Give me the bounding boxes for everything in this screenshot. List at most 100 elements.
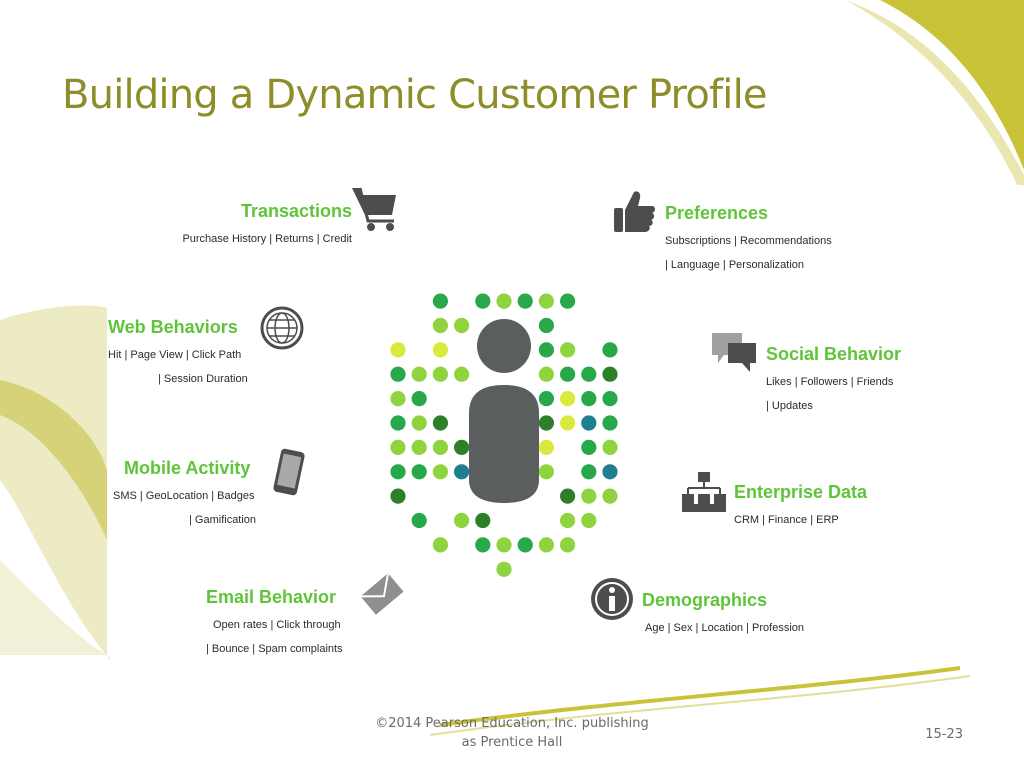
profile-dot [454, 464, 470, 480]
category-title: Web Behaviors [108, 317, 238, 337]
category-detail: | Session Duration [158, 373, 248, 385]
category-detail: Purchase History | Returns | Credit [182, 233, 352, 245]
copyright-line: ©2014 Pearson Education, Inc. publishing [375, 716, 649, 731]
copyright-footer: ©2014 Pearson Education, Inc. publishing… [362, 714, 662, 752]
profile-dot [538, 537, 554, 553]
profile-dot [602, 464, 618, 480]
slide-title: Building a Dynamic Customer Profile [62, 72, 768, 118]
profile-dot [560, 342, 576, 358]
category-transactions: Transactions Purchase History | Returns … [150, 200, 352, 246]
profile-dot [432, 537, 448, 553]
profile-dot [581, 464, 597, 480]
profile-dot [411, 464, 427, 480]
profile-dot [432, 342, 448, 358]
profile-dot [390, 391, 406, 407]
category-title: Mobile Activity [124, 458, 251, 478]
customer-profile-diagram [107, 185, 1024, 657]
category-title: Social Behavior [766, 344, 902, 364]
profile-dot [538, 415, 554, 431]
category-title: Email Behavior [206, 587, 337, 607]
profile-dot [390, 464, 406, 480]
profile-dot [602, 488, 618, 504]
profile-dot [602, 391, 618, 407]
category-email-behavior: Email Behavior Open rates | Click throug… [206, 586, 366, 656]
profile-dot [581, 512, 597, 529]
profile-dot [538, 439, 554, 455]
profile-dot [454, 439, 470, 455]
profile-dot [538, 391, 554, 407]
dot-cloud [390, 293, 618, 577]
category-detail: | Bounce | Spam complaints [206, 643, 343, 655]
category-title: Enterprise Data [734, 482, 868, 502]
profile-dot [581, 439, 597, 455]
profile-dot [411, 391, 427, 407]
profile-dot [602, 415, 618, 431]
profile-dot [475, 512, 491, 529]
category-detail: Age | Sex | Location | Profession [645, 622, 804, 634]
category-detail: CRM | Finance | ERP [734, 514, 839, 526]
profile-dot [602, 439, 618, 455]
profile-dot [517, 293, 533, 309]
profile-dot [517, 537, 533, 553]
profile-dot [560, 488, 576, 504]
profile-dot [538, 366, 554, 382]
category-mobile-activity: Mobile Activity SMS | GeoLocation | Badg… [113, 457, 273, 527]
slide-number: 15-23 [925, 727, 963, 742]
profile-dot [581, 391, 597, 407]
profile-dot [390, 342, 406, 358]
profile-dot [475, 293, 491, 309]
profile-dot [432, 415, 448, 431]
profile-dot [496, 537, 512, 553]
envelope-icon [360, 573, 404, 615]
profile-dot [560, 537, 576, 553]
profile-dot [454, 317, 470, 334]
category-title: Transactions [240, 201, 352, 221]
category-detail: Likes | Followers | Friends [766, 376, 894, 388]
profile-dot [432, 366, 448, 382]
category-detail: | Updates [766, 400, 813, 412]
copyright-line: as Prentice Hall [461, 735, 563, 750]
org-chart-icon [682, 472, 726, 512]
person-silhouette-icon [469, 319, 539, 503]
category-detail: SMS | GeoLocation | Badges [113, 490, 255, 502]
category-web-behaviors: Web Behaviors Hit | Page View | Click Pa… [108, 316, 258, 386]
category-title: Demographics [642, 590, 768, 610]
profile-dot [411, 439, 427, 455]
profile-dot [496, 293, 512, 309]
profile-dot [454, 512, 470, 529]
profile-dot [581, 366, 597, 382]
profile-dot [390, 488, 406, 504]
thumbs-up-icon [614, 191, 655, 232]
profile-dot [390, 366, 406, 382]
profile-dot [560, 415, 576, 431]
category-enterprise-data: Enterprise Data CRM | Finance | ERP [734, 481, 934, 527]
category-detail: Hit | Page View | Click Path [108, 349, 242, 361]
profile-dot [411, 512, 427, 529]
category-detail: Subscriptions | Recommendations [665, 235, 832, 247]
speech-bubbles-icon [712, 333, 756, 372]
profile-dot [560, 293, 576, 309]
profile-dot [581, 488, 597, 504]
profile-dot [454, 366, 470, 382]
profile-dot [538, 317, 554, 334]
profile-dot [432, 464, 448, 480]
profile-dot [560, 512, 576, 529]
profile-dot [538, 342, 554, 358]
profile-dot [432, 439, 448, 455]
category-social-behavior: Social Behavior Likes | Followers | Frie… [766, 343, 966, 413]
globe-icon [260, 306, 304, 350]
profile-dot [538, 464, 554, 480]
info-icon [591, 578, 633, 620]
profile-dot [538, 293, 554, 309]
profile-dot [560, 366, 576, 382]
profile-dot [602, 366, 618, 382]
category-detail: Open rates | Click through [213, 619, 341, 631]
shopping-cart-icon [352, 187, 396, 231]
profile-dot [411, 366, 427, 382]
profile-dot [432, 293, 448, 309]
profile-dot [432, 317, 448, 334]
category-detail: | Language | Personalization [665, 259, 805, 271]
profile-dot [496, 561, 512, 577]
category-title: Preferences [665, 203, 769, 223]
profile-dot [411, 415, 427, 431]
